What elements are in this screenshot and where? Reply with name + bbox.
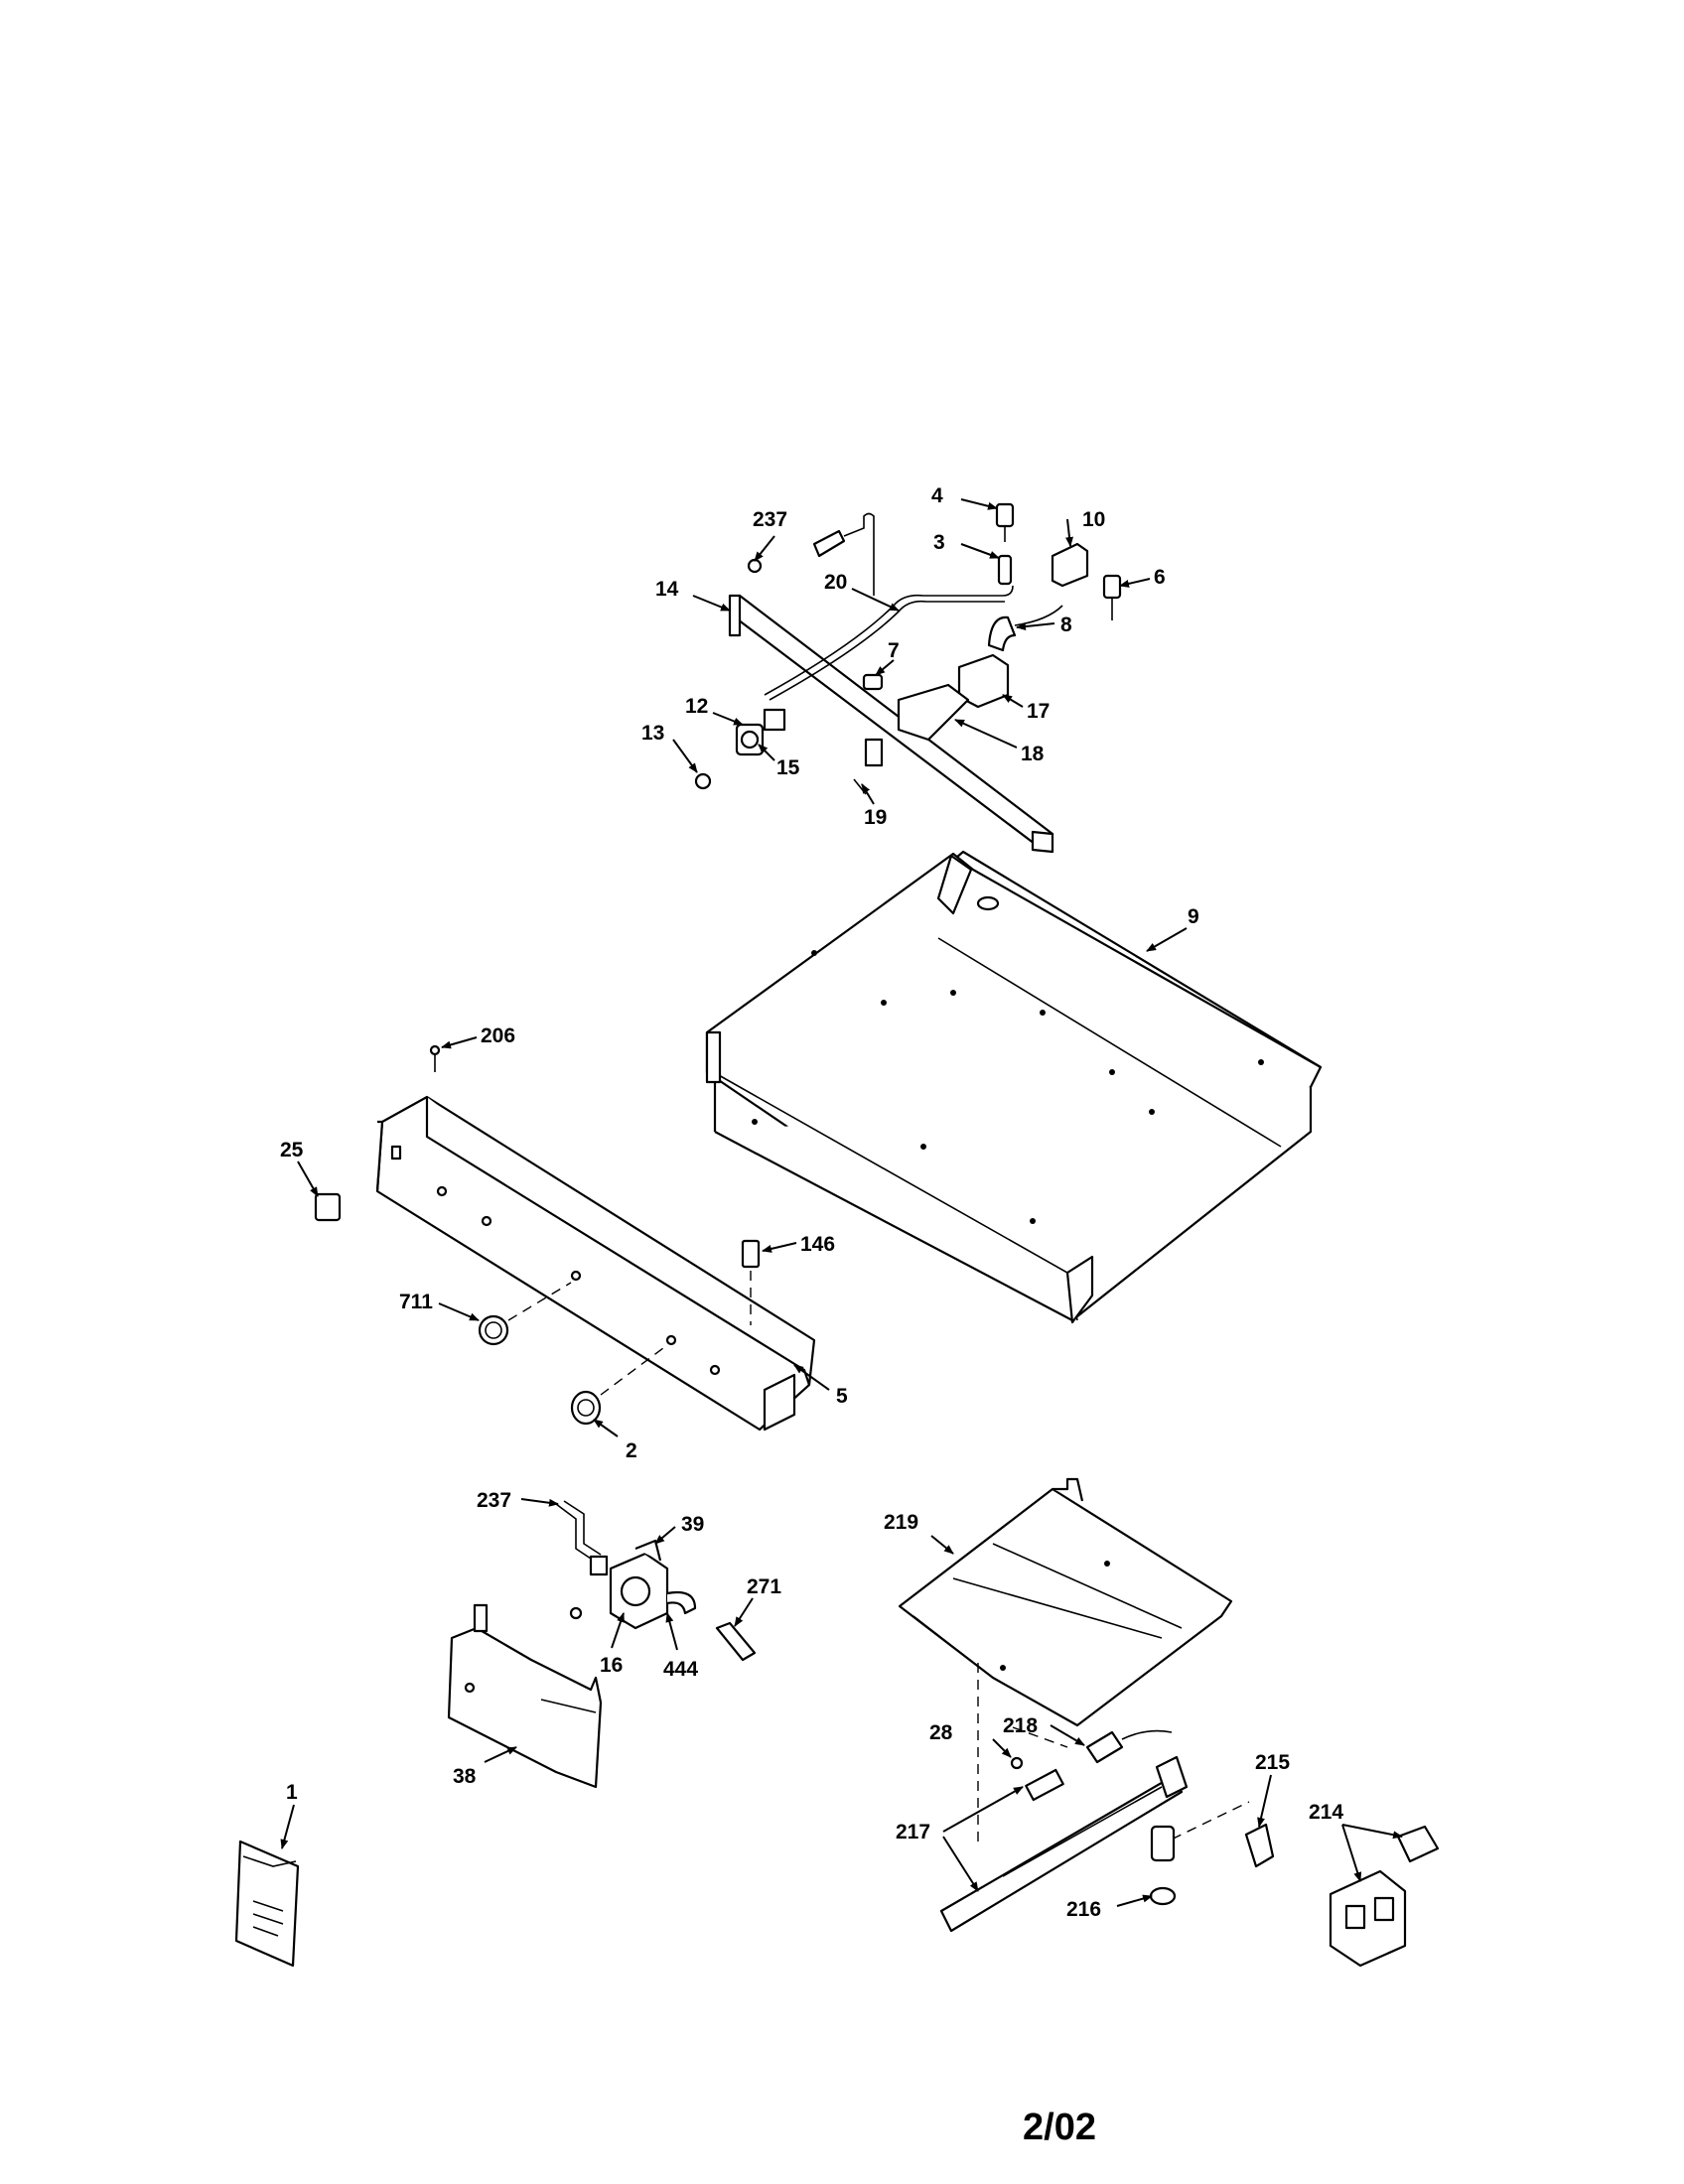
callout-215: 215 (1255, 1751, 1290, 1774)
callout-4: 4 (931, 484, 943, 507)
callout-5: 5 (836, 1385, 848, 1408)
callout-2: 2 (626, 1439, 637, 1462)
callout-38: 38 (453, 1765, 477, 1788)
callout-3: 3 (933, 531, 945, 554)
callout-9: 9 (1188, 905, 1199, 928)
callout-labels: 237 4 10 3 6 14 20 8 7 17 12 13 15 18 19… (280, 484, 1343, 1921)
callout-10: 10 (1082, 508, 1105, 531)
callout-13: 13 (641, 722, 664, 745)
leader-lines (280, 498, 1403, 1907)
callout-237-top: 237 (753, 508, 787, 531)
regulator-group (447, 1500, 757, 1789)
callout-237-mid: 237 (477, 1489, 511, 1512)
callout-217: 217 (896, 1821, 930, 1843)
callout-216: 216 (1066, 1898, 1101, 1921)
callout-39: 39 (681, 1513, 704, 1536)
callout-214: 214 (1309, 1801, 1343, 1824)
callout-18: 18 (1021, 743, 1045, 765)
callout-14: 14 (655, 578, 679, 601)
callout-1: 1 (286, 1781, 298, 1804)
callout-218: 218 (1003, 1714, 1038, 1737)
callout-19: 19 (864, 806, 887, 829)
callout-444: 444 (663, 1658, 698, 1681)
callout-711: 711 (399, 1291, 433, 1313)
callout-8: 8 (1060, 614, 1072, 636)
manifold-assembly (694, 502, 1122, 854)
control-panel (314, 1044, 816, 1432)
callout-28: 28 (929, 1721, 953, 1744)
callout-15: 15 (776, 756, 800, 779)
callout-206: 206 (481, 1024, 515, 1047)
callout-219: 219 (884, 1511, 918, 1534)
callout-17: 17 (1027, 700, 1050, 723)
burner-box (705, 850, 1323, 1324)
broil-group (898, 1477, 1440, 1968)
callout-20: 20 (824, 571, 847, 594)
revision-date: 2/02 (1023, 2107, 1096, 2148)
callout-25: 25 (280, 1139, 304, 1161)
callout-7: 7 (888, 639, 900, 662)
literature-envelope (234, 1840, 300, 1968)
callout-271: 271 (747, 1575, 781, 1598)
callout-6: 6 (1154, 566, 1166, 589)
callout-146: 146 (800, 1233, 835, 1256)
callout-12: 12 (685, 695, 708, 718)
callout-16: 16 (600, 1654, 623, 1677)
